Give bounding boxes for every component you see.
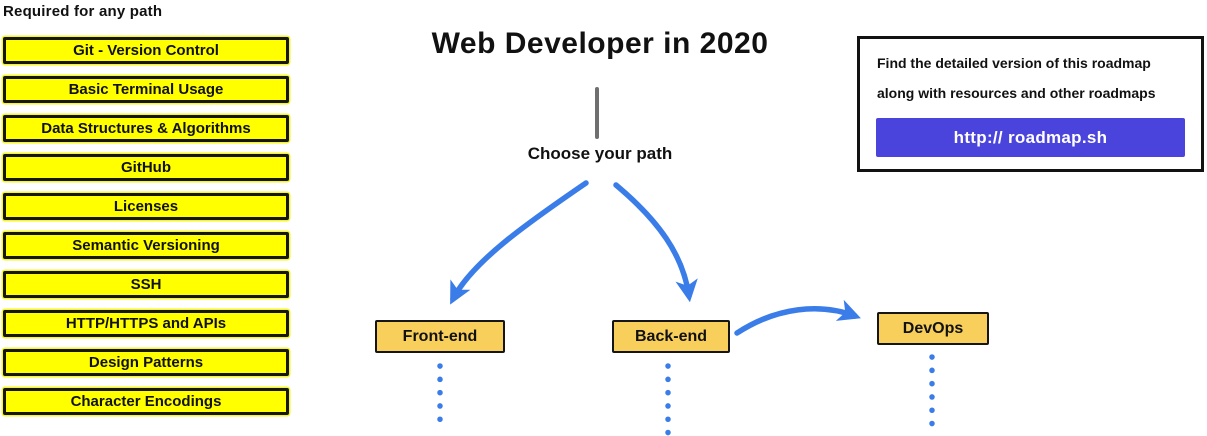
skill-box-basic-terminal-usage[interactable]: Basic Terminal Usage (3, 76, 289, 103)
arrow-to-backend (613, 182, 698, 303)
skill-box-character-encodings[interactable]: Character Encodings (3, 388, 289, 415)
skill-box-data-structures-algorithms[interactable]: Data Structures & Algorithms (3, 115, 289, 142)
arrow-to-frontend (450, 180, 589, 305)
page-title: Web Developer in 2020 (431, 27, 769, 60)
required-path-heading: Required for any path (3, 3, 163, 20)
info-text-line-2: along with resources and other roadmaps (877, 85, 1156, 101)
skill-box-github[interactable]: GitHub (3, 154, 289, 181)
path-node-frontend[interactable]: Front-end (375, 320, 505, 353)
skill-list: Git - Version Control Basic Terminal Usa… (3, 37, 289, 415)
arrow-backend-to-devops (734, 299, 861, 336)
skill-box-semantic-versioning[interactable]: Semantic Versioning (3, 232, 289, 259)
skill-box-design-patterns[interactable]: Design Patterns (3, 349, 289, 376)
skill-box-licenses[interactable]: Licenses (3, 193, 289, 220)
roadmap-url-button[interactable]: http:// roadmap.sh (876, 118, 1185, 157)
skill-box-http-https-apis[interactable]: HTTP/HTTPS and APIs (3, 310, 289, 337)
info-text-line-1: Find the detailed version of this roadma… (877, 55, 1151, 71)
path-node-backend[interactable]: Back-end (612, 320, 730, 353)
skill-box-ssh[interactable]: SSH (3, 271, 289, 298)
skill-box-git-version-control[interactable]: Git - Version Control (3, 37, 289, 64)
path-node-devops[interactable]: DevOps (877, 312, 989, 345)
choose-your-path-label: Choose your path (527, 144, 673, 163)
info-box: Find the detailed version of this roadma… (857, 36, 1204, 172)
